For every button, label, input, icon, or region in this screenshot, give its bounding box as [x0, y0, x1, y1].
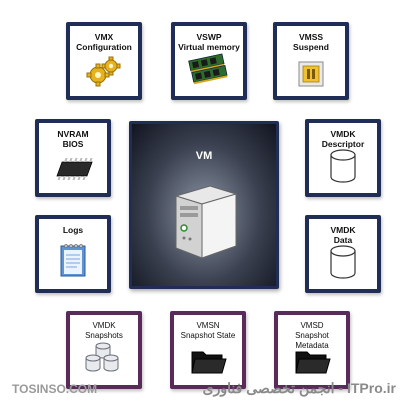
tile-subtitle: Configuration	[76, 42, 132, 52]
vmsn-snapshot-state-tile: VMSN Snapshot State	[170, 311, 246, 389]
logs-tile: Logs	[35, 215, 111, 293]
tile-title: VMSN	[196, 321, 220, 330]
vmsd-snapshot-metadata-tile: VMSD Snapshot Metadata	[274, 311, 350, 389]
tile-title: Logs	[62, 225, 84, 235]
tile-subtitle: Snapshot Metadata	[295, 331, 329, 350]
tile-title: VMDK	[330, 129, 356, 139]
tile-title: VMSD	[300, 321, 324, 330]
notepad-icon	[39, 242, 107, 285]
tile-subtitle: Suspend	[293, 42, 329, 52]
tile-title: VMX	[94, 32, 114, 42]
folder-icon	[278, 346, 346, 381]
watermark-right: ITPro.ir - انجمن تخصصی فناوری	[202, 380, 396, 396]
database-icon	[309, 148, 377, 189]
gears-icon	[70, 55, 138, 92]
vmdk-snapshots-tile: VMDK Snapshots	[66, 311, 142, 389]
nvram-bios-tile: NVRAM BIOS	[35, 119, 111, 197]
chip-icon	[39, 154, 107, 189]
pause-icon	[277, 61, 345, 92]
vm-center-panel: VM	[129, 121, 279, 289]
vmdk-data-tile: VMDK Data	[305, 215, 381, 293]
tile-subtitle: Data	[333, 235, 353, 245]
tile-title: VMDK	[330, 225, 356, 235]
tile-title: VMSS	[298, 32, 324, 42]
tile-title: NVRAM	[57, 129, 89, 139]
tile-subtitle: BIOS	[62, 139, 84, 149]
memory-chips-icon	[175, 53, 243, 92]
database-icon	[309, 244, 377, 285]
server-icon	[174, 185, 238, 259]
tile-subtitle: Snapshots	[85, 331, 123, 340]
database-stack-icon	[70, 342, 138, 381]
vswp-virtual-memory-tile: VSWP Virtual memory	[171, 22, 247, 100]
vmx-configuration-tile: VMX Configuration	[66, 22, 142, 100]
tile-title: VSWP	[196, 32, 222, 42]
watermark-left: TOSINSO.COM	[12, 382, 98, 396]
tile-title: VMDK	[92, 321, 116, 330]
vm-title: VM	[195, 150, 213, 162]
folder-icon	[174, 346, 242, 381]
tile-subtitle: Descriptor	[321, 139, 365, 149]
vmdk-descriptor-tile: VMDK Descriptor	[305, 119, 381, 197]
vmss-suspend-tile: VMSS Suspend	[273, 22, 349, 100]
tile-subtitle: Snapshot State	[180, 331, 236, 340]
watermark: TOSINSO.COM ITPro.ir - انجمن تخصصی فناور…	[2, 380, 404, 402]
tile-subtitle: Virtual memory	[178, 42, 240, 52]
